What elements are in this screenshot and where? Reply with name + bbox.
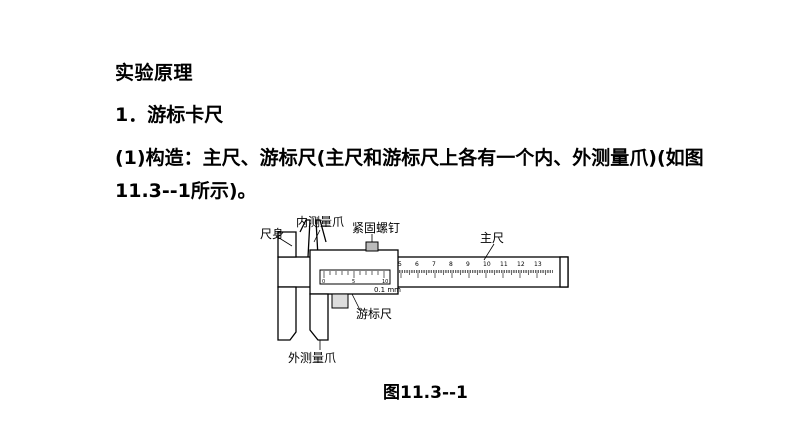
main-scale-tick-label: 11 bbox=[500, 261, 508, 268]
fixed-outer-jaw bbox=[277, 286, 297, 341]
leader-ruler-body bbox=[275, 235, 293, 247]
main-scale-tick-label: 12 bbox=[517, 261, 525, 268]
label-precision: 0.1 mm bbox=[374, 286, 401, 294]
label-ruler-body: 尺身 bbox=[260, 226, 284, 241]
main-scale-tick-label: 8 bbox=[449, 261, 453, 268]
main-scale-tick-label: 13 bbox=[534, 261, 542, 268]
main-scale-tick-label: 10 bbox=[483, 261, 491, 268]
leader-vernier bbox=[351, 293, 361, 311]
beam-end bbox=[559, 256, 569, 288]
label-vernier: 游标尺 bbox=[356, 307, 392, 321]
vernier-scale-ticks: 0 5 10 bbox=[322, 271, 388, 285]
vernier-tick-label: 0 bbox=[322, 279, 325, 285]
vernier-tick-label: 5 bbox=[352, 279, 355, 285]
leader-main-scale bbox=[483, 243, 495, 261]
vernier-tick-label: 10 bbox=[382, 279, 388, 285]
inner-jaw-moving bbox=[315, 219, 327, 258]
vernier-window bbox=[319, 269, 391, 285]
item-title: 1．游标卡尺 bbox=[115, 104, 224, 126]
label-main-scale: 主尺 bbox=[480, 231, 504, 245]
main-scale-tick-label: 5 bbox=[398, 261, 402, 268]
construction-paragraph: (1)构造：主尺、游标尺(主尺和游标尺上各有一个内、外测量爪)(如图11.3--… bbox=[115, 147, 704, 202]
main-scale-tick-label: 9 bbox=[466, 261, 470, 268]
fixed-jaw-top bbox=[277, 231, 297, 258]
figure-caption: 图11.3--1 bbox=[383, 383, 468, 403]
main-scale-tick-label: 6 bbox=[415, 261, 419, 268]
thumb-grip bbox=[331, 293, 349, 309]
lock-screw-icon bbox=[365, 241, 379, 252]
label-outer-jaw: 外测量爪 bbox=[288, 351, 336, 365]
section-heading: 实验原理 bbox=[115, 62, 194, 84]
moving-outer-jaw bbox=[309, 293, 329, 341]
label-lock-screw: 紧固螺钉 bbox=[352, 221, 400, 235]
main-scale-tick-label: 7 bbox=[432, 261, 436, 268]
leader-inner-jaw bbox=[313, 229, 321, 243]
inner-jaw-fixed bbox=[299, 219, 311, 258]
label-inner-jaw: 内测量爪 bbox=[296, 215, 344, 229]
